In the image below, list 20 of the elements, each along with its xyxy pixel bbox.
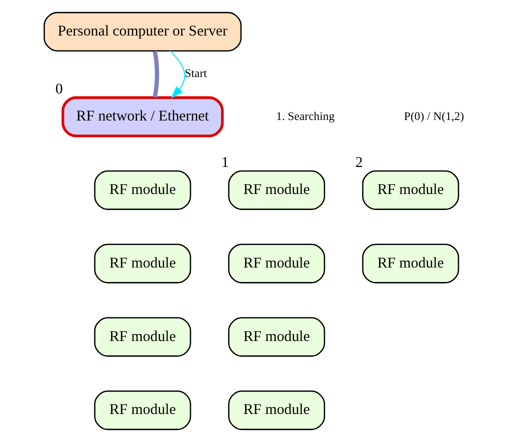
node-box: RF module bbox=[94, 390, 192, 430]
node-box: RF network / Ethernet bbox=[62, 96, 224, 138]
node-box: RF module bbox=[228, 390, 326, 430]
node-box: RF module bbox=[228, 170, 326, 210]
node-label: 0 bbox=[55, 82, 63, 98]
edge-label: Start bbox=[184, 67, 207, 80]
node-box: Personal computer or Server bbox=[44, 12, 242, 52]
node-box: RF module bbox=[228, 244, 326, 284]
connector bbox=[152, 50, 160, 98]
node-label: 2 bbox=[355, 154, 363, 171]
node-box: RF module bbox=[362, 170, 460, 210]
node-box: RF module bbox=[94, 244, 192, 284]
node-box: RF module bbox=[94, 317, 192, 357]
label: P(0) / N(1,2) bbox=[404, 110, 464, 123]
node-box: RF module bbox=[228, 317, 326, 357]
arrow bbox=[170, 50, 186, 99]
node-box: RF module bbox=[362, 244, 460, 284]
label: 1. Searching bbox=[276, 110, 335, 123]
node-box: RF module bbox=[94, 170, 192, 210]
node-label: 1 bbox=[221, 154, 229, 171]
